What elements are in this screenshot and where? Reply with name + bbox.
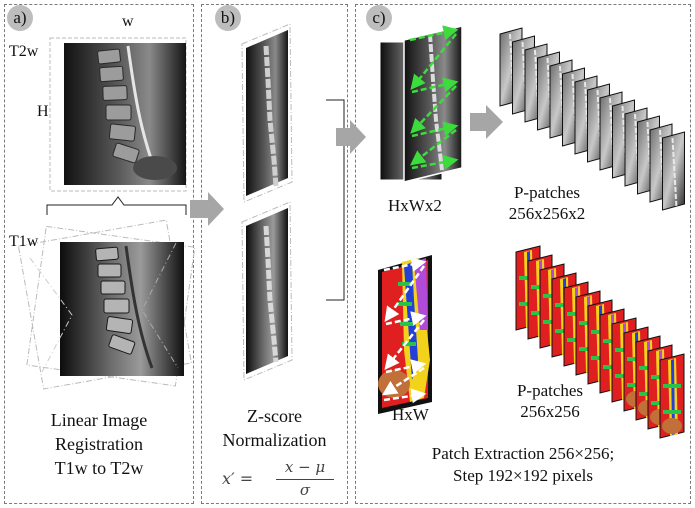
- panel-b-badge: b): [215, 5, 241, 31]
- formula-numerator: x − μ: [284, 458, 326, 476]
- formula-fraction-bar: [276, 479, 334, 480]
- normalized-t2w: [241, 23, 293, 203]
- normalization-caption-line2: Normalization: [222, 430, 327, 450]
- flow-arrow-stack-to-patches: [470, 105, 503, 139]
- height-label: H: [37, 103, 49, 120]
- patch-extraction-caption-line1: Patch Extraction 256×256;: [431, 444, 615, 463]
- flow-arrow-a-to-b: [190, 192, 224, 226]
- normalization-caption: Z-score Normalization: [201, 404, 348, 452]
- t1w-label: T1w: [9, 233, 39, 250]
- formula-denominator: σ: [299, 481, 311, 499]
- patch-extraction-caption-line2: Step 192×192 pixels: [453, 466, 593, 485]
- patches-top-label-line2: 256x256x2: [508, 204, 586, 223]
- registration-caption-line3: T1w to T2w: [54, 458, 144, 478]
- panel-b: [201, 4, 348, 504]
- segmentation-mask-hxw: [378, 255, 432, 414]
- patches-top-stack: [499, 27, 685, 211]
- t2w-spine: [97, 48, 140, 164]
- panel-a-badge: a): [7, 5, 33, 31]
- t1w-spine: [95, 246, 136, 355]
- patches-top-label: P-patches 256x256x2: [492, 182, 602, 224]
- patches-bottom-label: P-patches 256x256: [500, 380, 600, 422]
- patch-extraction-caption: Patch Extraction 256×256; Step 192×192 p…: [355, 443, 691, 487]
- registration-caption-line1: Linear Image: [50, 410, 148, 430]
- patches-bottom-label-line2: 256x256: [520, 402, 580, 421]
- patch-top: [662, 131, 685, 211]
- width-label: w: [122, 13, 134, 30]
- patch-scan-arrows-white: [381, 257, 427, 404]
- registration-caption: Linear Image Registration T1w to T2w: [4, 408, 194, 480]
- mask-label: HxW: [392, 405, 429, 424]
- patch-scan-arrows-green: [409, 25, 459, 170]
- normalization-caption-line1: Z-score: [247, 406, 302, 426]
- image-stack-hxwx2: [379, 25, 463, 183]
- panel-c: [355, 4, 691, 504]
- patch-bottom: [659, 353, 685, 439]
- panel-c-badge: c): [366, 5, 392, 31]
- t2w-image: [49, 37, 187, 192]
- stack-label: HxWx2: [388, 196, 442, 215]
- registration-caption-line2: Registration: [55, 434, 143, 454]
- zscore-formula: x′ = x − μ σ: [222, 458, 342, 500]
- patches-top-label-line1: P-patches: [513, 183, 581, 202]
- patches-bottom-label-line1: P-patches: [516, 381, 584, 400]
- patches-bottom-stack: [515, 245, 685, 439]
- t2w-label: T2w: [9, 43, 39, 60]
- t1w-image: [17, 219, 196, 390]
- flow-arrow-b-to-c: [336, 120, 366, 154]
- formula-lhs: x′ =: [222, 469, 254, 488]
- normalized-t1w: [241, 201, 293, 381]
